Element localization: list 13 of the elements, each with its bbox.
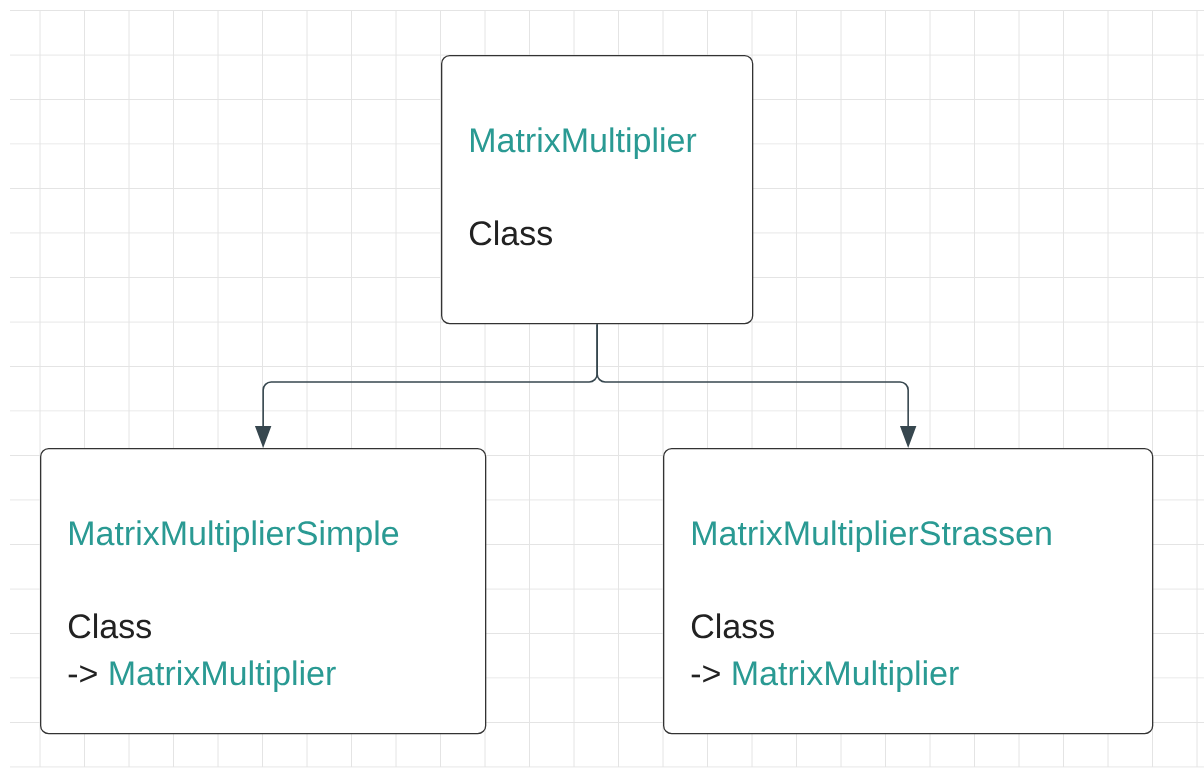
class-box [441,55,754,325]
class-name: MatrixMultiplierSimple [70,520,399,553]
arrow-sign: -> [68,665,97,683]
stereotype-label: Class [68,613,151,639]
class-box [663,448,1154,735]
class-name: MatrixMultiplierStrassen [693,520,1051,553]
class-box [40,448,487,735]
stereotype-label: Class [691,613,774,639]
arrow-sign: -> [691,665,720,683]
parent-class-name: MatrixMultiplier [733,660,959,693]
parent-class-name: MatrixMultiplier [110,660,336,693]
stereotype-label: Class [469,220,552,246]
class-name: MatrixMultiplier [471,127,697,160]
